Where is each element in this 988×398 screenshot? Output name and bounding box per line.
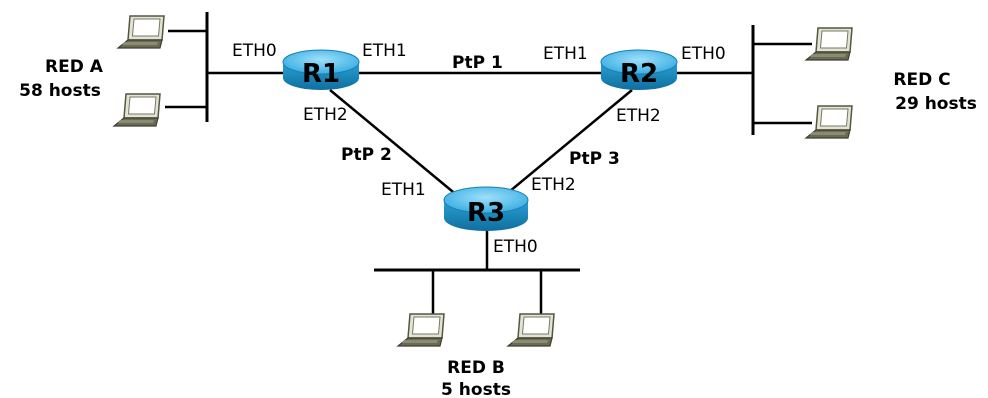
red-a-name: RED A (45, 57, 104, 77)
ptp1-label: PtP 1 (452, 53, 503, 73)
laptop-icon (113, 93, 161, 127)
router-r2-label: R2 (620, 59, 658, 89)
r2-eth1-label: ETH1 (543, 44, 588, 64)
router-r1: R1 (282, 49, 360, 90)
router-r3-label: R3 (467, 198, 505, 228)
laptop-icon (507, 313, 555, 347)
r1-eth0-label: ETH0 (232, 41, 277, 61)
router-r3: R3 (443, 186, 529, 231)
red-b-hosts: 5 hosts (441, 380, 511, 398)
red-c-name: RED C (893, 70, 950, 90)
laptop-icon (117, 15, 165, 49)
router-r2: R2 (600, 49, 678, 90)
laptop-icon (397, 313, 445, 347)
laptop-icon (805, 105, 853, 139)
ptp3-label: PtP 3 (569, 149, 620, 169)
r3-eth1-label: ETH1 (381, 180, 426, 200)
ptp2-label: PtP 2 (341, 145, 392, 165)
link-ptp2 (329, 89, 471, 207)
r1-eth1-label: ETH1 (362, 41, 407, 61)
link-ptp3 (491, 89, 633, 207)
red-a-hosts: 58 hosts (19, 81, 101, 101)
r2-eth0-label: ETH0 (681, 44, 726, 64)
r1-eth2-label: ETH2 (303, 105, 348, 125)
router-r1-label: R1 (302, 59, 340, 89)
red-b-name: RED B (447, 358, 505, 378)
r3-eth0-label: ETH0 (493, 237, 538, 257)
red-c-hosts: 29 hosts (895, 94, 977, 114)
r3-eth2-label: ETH2 (531, 175, 576, 195)
r2-eth2-label: ETH2 (616, 106, 661, 126)
laptop-icon (805, 27, 853, 61)
